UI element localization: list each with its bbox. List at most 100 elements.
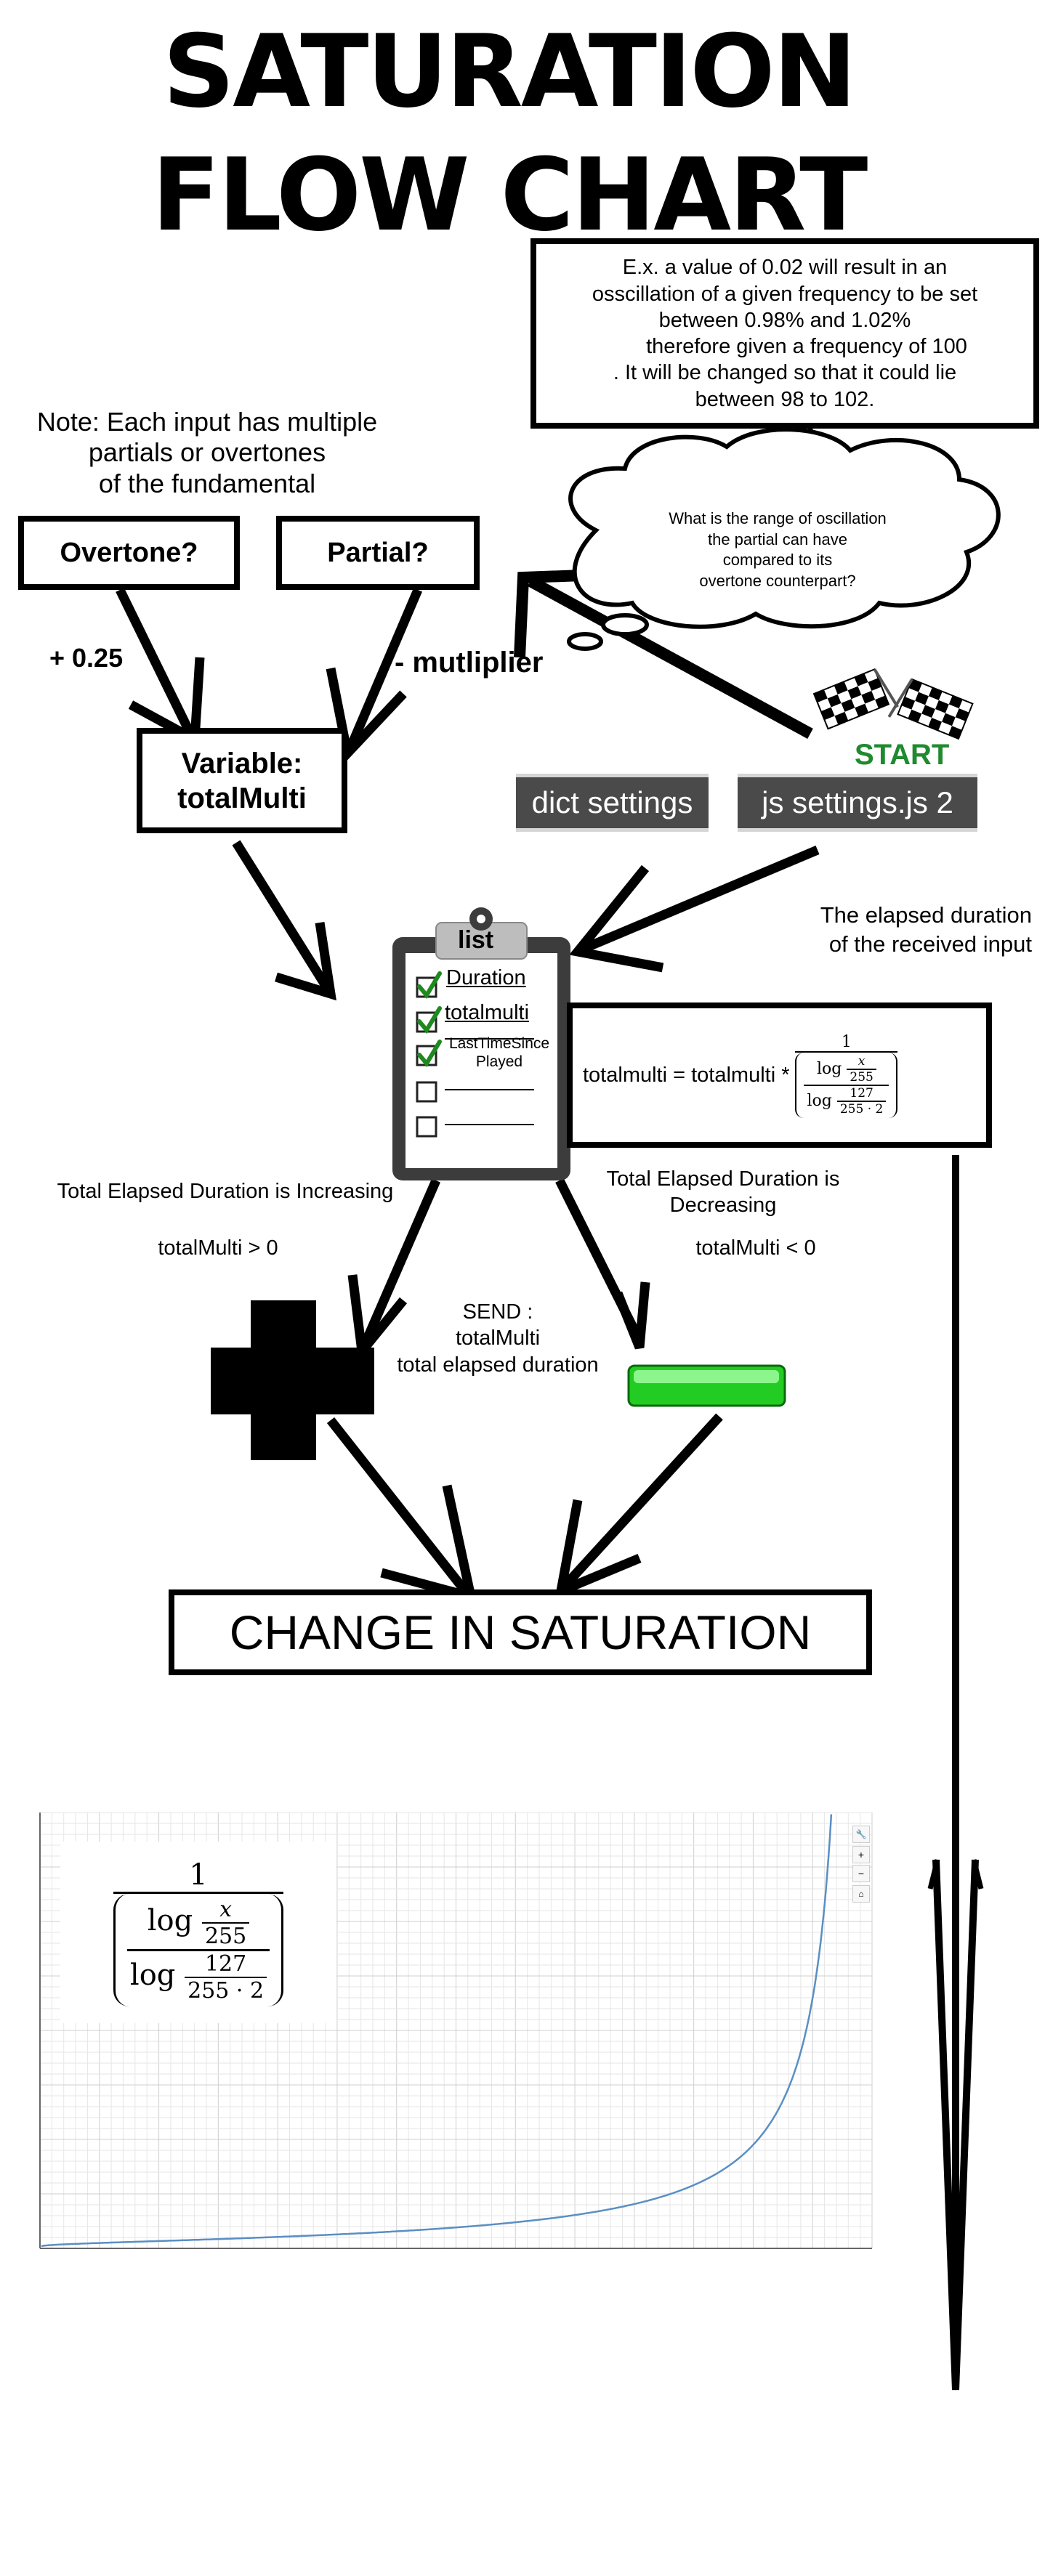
increasing-condition: totalMulti > 0 [158, 1236, 278, 1260]
x-var: x [219, 1897, 233, 1922]
fraction-bar [804, 1084, 889, 1086]
checkmarks [417, 971, 442, 1068]
fraction-bar [836, 1100, 887, 1102]
plus-sign-icon [211, 1300, 374, 1460]
arrow-plus-to-change [326, 1417, 469, 1595]
formula-inner-fraction: log x 255 log 127 255 · 2 [804, 1054, 889, 1117]
send-line: totalMulti [455, 1327, 541, 1350]
checklist-item-totalmulti: totalmulti [445, 1001, 530, 1024]
variable-name: totalMulti [177, 782, 307, 814]
js-settings-object: js settings.js 2 [738, 774, 977, 832]
note-line: Note: Each input has multiple [36, 407, 378, 437]
fraction-bar [113, 1892, 284, 1894]
x-var: x [858, 1053, 866, 1069]
formula-den: log x 255 log 127 255 · 2 [795, 1052, 898, 1118]
example-line: E.x. a value of 0.02 will result in an [622, 256, 948, 280]
checklist-lines [445, 1038, 534, 1125]
formula-inner-num: log x 255 [814, 1054, 879, 1085]
den-255: 255 [204, 1924, 247, 1949]
den-255x2: 255 · 2 [839, 1101, 884, 1117]
decreasing-line: Decreasing [669, 1194, 777, 1218]
den-255: 255 [850, 1069, 873, 1085]
arrow-overtone-to-variable [116, 588, 195, 736]
fraction-bar [185, 1977, 267, 1978]
graph-formula-overlay: 1 log x 255 log [60, 1842, 336, 2023]
note-text: Note: Each input has multiple partials o… [0, 407, 414, 499]
graph-formula-num: 1 [189, 1858, 208, 1892]
checklist-item-duration: Duration [446, 966, 526, 989]
example-line: . It will be changed so that it could li… [613, 361, 957, 385]
function-curve [41, 1814, 833, 2248]
minus-button-shape [627, 1364, 786, 1407]
elapsed-label: The elapsed duration of the received inp… [727, 901, 1032, 960]
formula-127-over-510: 127 255 · 2 [836, 1085, 887, 1117]
fraction-bar [847, 1068, 876, 1070]
decreasing-label: Total Elapsed Duration is Decreasing [570, 1166, 876, 1219]
overtone-box: Overtone? [18, 516, 240, 590]
home-icon[interactable]: ⌂ [852, 1885, 870, 1903]
fraction-bar [201, 1922, 250, 1924]
change-in-saturation-box: CHANGE IN SATURATION [169, 1589, 872, 1675]
example-line: therefore given a frequency of 100 [646, 335, 967, 358]
arrow-minus-to-change [563, 1413, 723, 1587]
variable-label: Variable: [181, 747, 303, 779]
decreasing-line: Total Elapsed Duration is [606, 1167, 840, 1191]
arrow-settings-to-list-head [569, 864, 664, 973]
log-fn: log [807, 1091, 832, 1110]
log-fn: log [817, 1059, 842, 1078]
formula-fraction: 1 log x 255 log 127 [795, 1032, 898, 1118]
graph-x-over-255: x 255 [201, 1897, 250, 1949]
zoom-out-button[interactable]: − [852, 1865, 870, 1882]
cloud-line: overtone counterpart? [699, 571, 856, 590]
note-line: partials or overtones [88, 437, 326, 468]
formula-x-over-255: x 255 [847, 1054, 876, 1085]
note-line: of the fundamental [98, 468, 316, 498]
wrench-icon[interactable]: 🔧 [852, 1826, 870, 1843]
formula-box: totalmulti = totalmulti * 1 log x 255 lo… [567, 1003, 992, 1148]
example-line: between 98 to 102. [695, 387, 875, 411]
arrow-list-to-minus-head [613, 1281, 650, 1350]
num-127: 127 [204, 1951, 247, 1977]
formula-inner-den: log 127 255 · 2 [804, 1086, 889, 1117]
fraction-bar [126, 1949, 270, 1951]
partial-box: Partial? [276, 516, 480, 590]
formula-lhs: totalmulti = totalmulti * [583, 1063, 790, 1087]
arrow-partial-to-variable [346, 588, 422, 750]
arrow-start-to-partial [528, 575, 813, 740]
variable-box: Variable: totalMulti [137, 728, 347, 833]
graph-formula-den: log x 255 log 127 255 · 2 [113, 1894, 284, 2006]
arrow-partial-to-variable-head [326, 667, 407, 764]
example-line: osscillation of a given frequency to be … [592, 282, 978, 306]
page-title-line2: FLOW CHART [151, 137, 868, 254]
increasing-label: Total Elapsed Duration is Increasing [57, 1180, 394, 1203]
long-down-arrow [932, 1155, 979, 2391]
graph-zoom-controls: 🔧 + − ⌂ [852, 1826, 870, 1903]
fraction-bar [795, 1050, 898, 1053]
example-line: between 0.98% and 1.02% [658, 308, 911, 332]
graph-inner-fraction: log x 255 log 127 255 · 2 [126, 1897, 270, 2004]
cloud-line: What is the range of oscillation [669, 509, 887, 527]
graph-plot [39, 1812, 873, 2249]
clipboard-header: list [458, 926, 494, 954]
page-title-line1: SATURATION [162, 13, 857, 130]
formula-num: 1 [841, 1032, 852, 1051]
checkered-flags-icon [812, 668, 974, 740]
elapsed-line: The elapsed duration [820, 902, 1032, 928]
dict-settings-object: dict settings [516, 774, 709, 832]
graph-panel: 1 log x 255 log [33, 1812, 883, 2277]
cloud-text: What is the range of oscillation the par… [625, 509, 930, 591]
long-arrow-spikes [927, 1859, 984, 1890]
cloud-line: compared to its [722, 551, 833, 570]
checklist-item-lasttime: LastTimeSince Played [448, 1035, 550, 1071]
zoom-in-button[interactable]: + [852, 1846, 870, 1863]
den-255x2: 255 · 2 [187, 1978, 265, 2004]
arrow-settings-to-list [583, 846, 820, 952]
log-fn: log [129, 1959, 176, 1992]
elapsed-line: of the received input [828, 931, 1032, 957]
thought-cloud-shape [567, 427, 1001, 651]
graph-inner-den: log 127 255 · 2 [127, 1951, 270, 2004]
num-127: 127 [850, 1085, 873, 1101]
send-line: total elapsed duration [397, 1353, 599, 1377]
plus-label: + 0.25 [49, 643, 124, 673]
